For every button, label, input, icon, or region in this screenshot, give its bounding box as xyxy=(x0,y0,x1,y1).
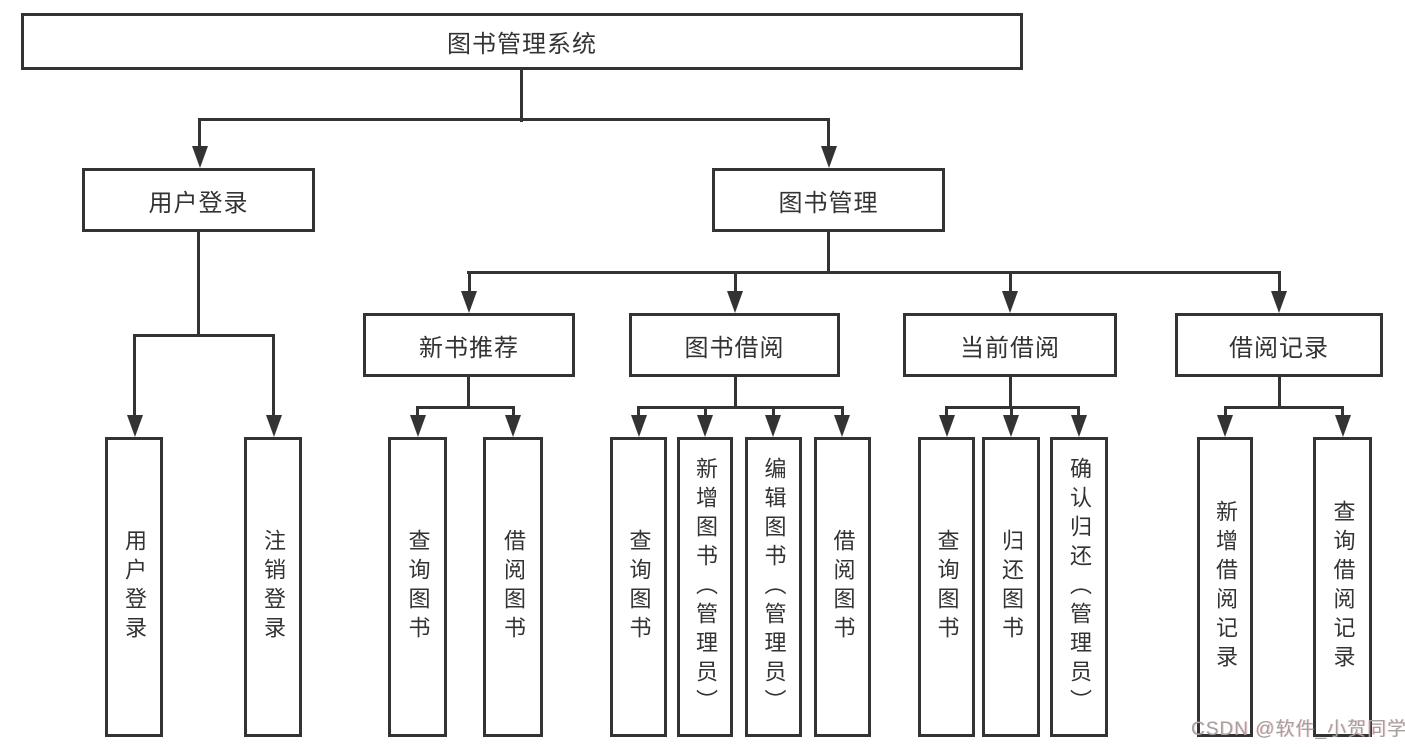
leaf-query-book-2: 查询图书 xyxy=(610,437,667,737)
arrow-down-icon xyxy=(765,415,781,437)
leaf-borrow-book-1: 借阅图书 xyxy=(483,437,543,737)
arrow-down-icon xyxy=(1002,291,1018,313)
leaf-edit-book-admin-label: 编辑图书（管理员） xyxy=(761,456,787,718)
node-borrow-record: 借阅记录 xyxy=(1175,313,1383,377)
arrow-down-icon xyxy=(821,146,837,168)
leaf-edit-book-admin: 编辑图书（管理员） xyxy=(745,437,802,737)
leaf-confirm-return-admin: 确认归还（管理员） xyxy=(1050,437,1108,737)
node-borrow-record-label: 借阅记录 xyxy=(1229,334,1329,362)
node-book-borrow: 图书借阅 xyxy=(629,313,840,377)
leaf-add-book-admin: 新增图书（管理员） xyxy=(677,437,733,737)
connector-line xyxy=(1224,406,1227,418)
node-current-borrow-label: 当前借阅 xyxy=(960,334,1060,362)
connector-line xyxy=(272,334,275,418)
connector-line xyxy=(827,232,830,274)
connector-line xyxy=(198,118,830,121)
connector-line xyxy=(1010,406,1013,418)
connector-line xyxy=(416,406,515,409)
connector-line xyxy=(1278,377,1281,409)
arrow-down-icon xyxy=(727,291,743,313)
connector-line xyxy=(197,232,200,337)
connector-line xyxy=(512,406,515,418)
node-root-label: 图书管理系统 xyxy=(447,31,597,58)
node-book-borrow-label: 图书借阅 xyxy=(684,334,785,362)
connector-line xyxy=(945,406,948,418)
arrow-down-icon xyxy=(192,146,208,168)
leaf-query-borrow-record-label: 查询借阅记录 xyxy=(1330,500,1356,674)
connector-line xyxy=(133,334,136,418)
arrow-down-icon xyxy=(1271,291,1287,313)
connector-line xyxy=(841,406,844,418)
arrow-down-icon xyxy=(410,415,426,437)
connector-line xyxy=(133,334,275,337)
connector-line xyxy=(734,271,737,293)
leaf-add-borrow-record: 新增借阅记录 xyxy=(1197,437,1253,737)
leaf-logout-label: 注销登录 xyxy=(261,529,286,645)
connector-line xyxy=(827,118,830,148)
arrow-down-icon xyxy=(697,415,713,437)
arrow-down-icon xyxy=(266,415,282,437)
connector-line xyxy=(637,406,844,409)
leaf-user-login-label: 用户登录 xyxy=(122,529,147,645)
arrow-down-icon xyxy=(127,415,143,437)
connector-line xyxy=(416,406,419,418)
leaf-add-borrow-record-label: 新增借阅记录 xyxy=(1213,500,1238,674)
connector-line xyxy=(734,377,737,409)
node-book-management: 图书管理 xyxy=(712,168,945,232)
arrow-down-icon xyxy=(1071,415,1087,437)
arrow-down-icon xyxy=(834,415,850,437)
leaf-query-borrow-record: 查询借阅记录 xyxy=(1313,437,1372,737)
leaf-borrow-book-2-label: 借阅图书 xyxy=(830,529,856,645)
connector-line xyxy=(467,377,470,409)
leaf-query-book-1: 查询图书 xyxy=(388,437,447,737)
leaf-return-book: 归还图书 xyxy=(982,437,1040,737)
leaf-add-book-admin-label: 新增图书（管理员） xyxy=(693,456,718,718)
arrow-down-icon xyxy=(1217,415,1233,437)
connector-line xyxy=(704,406,707,418)
leaf-query-book-3-label: 查询图书 xyxy=(934,529,960,645)
node-user-login-label: 用户登录 xyxy=(148,189,249,217)
connector-line xyxy=(1009,271,1012,293)
leaf-logout: 注销登录 xyxy=(244,437,302,737)
connector-line xyxy=(637,406,640,418)
connector-line xyxy=(1077,406,1080,418)
node-user-login: 用户登录 xyxy=(82,168,315,232)
csdn-watermark: CSDN @软件_小贺同学 xyxy=(1191,719,1405,740)
connector-line xyxy=(1224,406,1344,409)
leaf-borrow-book-2: 借阅图书 xyxy=(814,437,871,737)
connector-line xyxy=(467,271,1281,274)
arrow-down-icon xyxy=(939,415,955,437)
arrow-down-icon xyxy=(631,415,647,437)
node-book-management-label: 图书管理 xyxy=(778,189,879,217)
leaf-confirm-return-admin-label: 确认归还（管理员） xyxy=(1067,456,1092,718)
node-new-book-recommend: 新书推荐 xyxy=(363,313,575,377)
leaf-return-book-label: 归还图书 xyxy=(999,529,1024,645)
connector-line xyxy=(520,67,523,122)
leaf-query-book-1-label: 查询图书 xyxy=(405,529,431,645)
node-new-book-recommend-label: 新书推荐 xyxy=(419,334,519,362)
connector-line xyxy=(1341,406,1344,418)
connector-line xyxy=(1278,271,1281,293)
node-current-borrow: 当前借阅 xyxy=(903,313,1117,377)
arrow-down-icon xyxy=(505,415,521,437)
leaf-query-book-2-label: 查询图书 xyxy=(626,529,652,645)
leaf-query-book-3: 查询图书 xyxy=(918,437,975,737)
connector-line xyxy=(772,406,775,418)
connector-line xyxy=(198,118,201,148)
arrow-down-icon xyxy=(461,291,477,313)
leaf-user-login: 用户登录 xyxy=(105,437,163,737)
leaf-borrow-book-1-label: 借阅图书 xyxy=(501,529,526,645)
node-root: 图书管理系统 xyxy=(21,13,1023,70)
arrow-down-icon xyxy=(1335,415,1351,437)
connector-line xyxy=(1009,377,1012,409)
arrow-down-icon xyxy=(1003,415,1019,437)
connector-line xyxy=(468,271,471,293)
